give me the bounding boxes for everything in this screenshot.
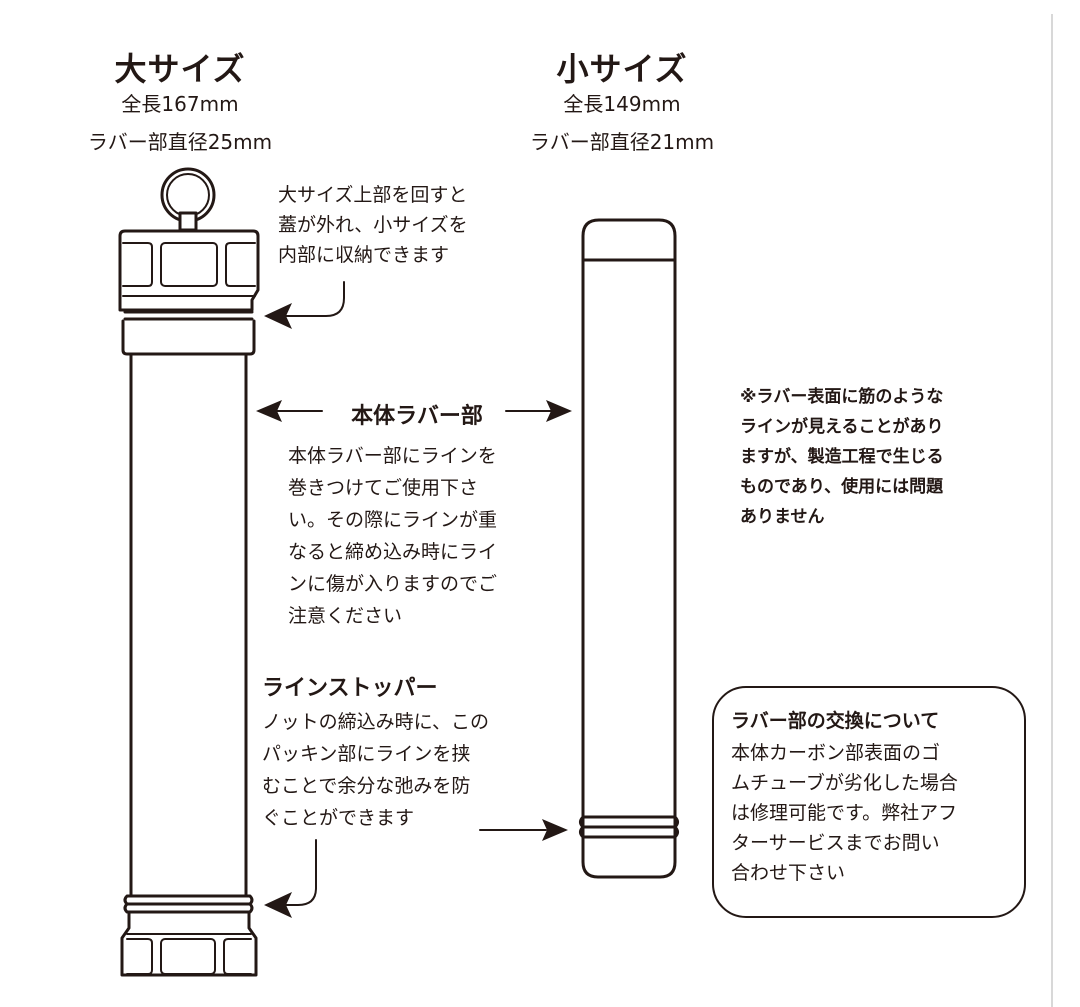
- stopper-right-arrow: [479, 819, 568, 841]
- small-size-title: 小サイズ: [556, 50, 688, 88]
- body-rubber-note: 本体ラバー部にラインを 巻きつけてご使用下さ い。その際にラインが重 なると締め…: [288, 445, 498, 627]
- body-right-arrow: [505, 400, 572, 422]
- key-ring-icon: [160, 167, 216, 232]
- replacement-heading: ラバー部の交換について: [731, 710, 940, 732]
- large-size-diameter: ラバー部直径25mm: [87, 130, 273, 154]
- large-top-cap: [118, 229, 260, 356]
- large-rubber-body: [129, 352, 248, 898]
- large-size-length: 全長167mm: [121, 92, 239, 116]
- top-cap-note: 大サイズ上部を回すと 蓋が外れ、小サイズを 内部に収納できます: [278, 184, 468, 266]
- page-edge-divider: [1051, 14, 1053, 1007]
- replacement-info-box: [712, 686, 1026, 918]
- top-cap-callout-arrow: [264, 281, 345, 329]
- large-size-title: 大サイズ: [114, 50, 246, 88]
- body-left-arrow: [256, 400, 323, 422]
- small-size-length: 全長149mm: [563, 92, 681, 116]
- surface-line-note: ※ラバー表面に筋のような ラインが見えることがあり ますが、製造工程で生じる も…: [740, 387, 944, 527]
- replacement-text: 本体カーボン部表面のゴ ムチューブが劣化した場合 は修理可能です。弊社アフ ター…: [731, 742, 958, 884]
- line-stopper-heading: ラインストッパー: [262, 676, 438, 701]
- large-bottom-cap: [120, 894, 258, 977]
- small-size-diameter: ラバー部直径21mm: [529, 130, 715, 154]
- stopper-down-arrow: [264, 839, 317, 918]
- body-rubber-heading: 本体ラバー部: [351, 404, 483, 429]
- line-stopper-note: ノットの締込み時に、この パッキン部にラインを挟 むことで余分な弛みを防 ぐこと…: [262, 711, 490, 829]
- small-size-body: [579, 218, 679, 879]
